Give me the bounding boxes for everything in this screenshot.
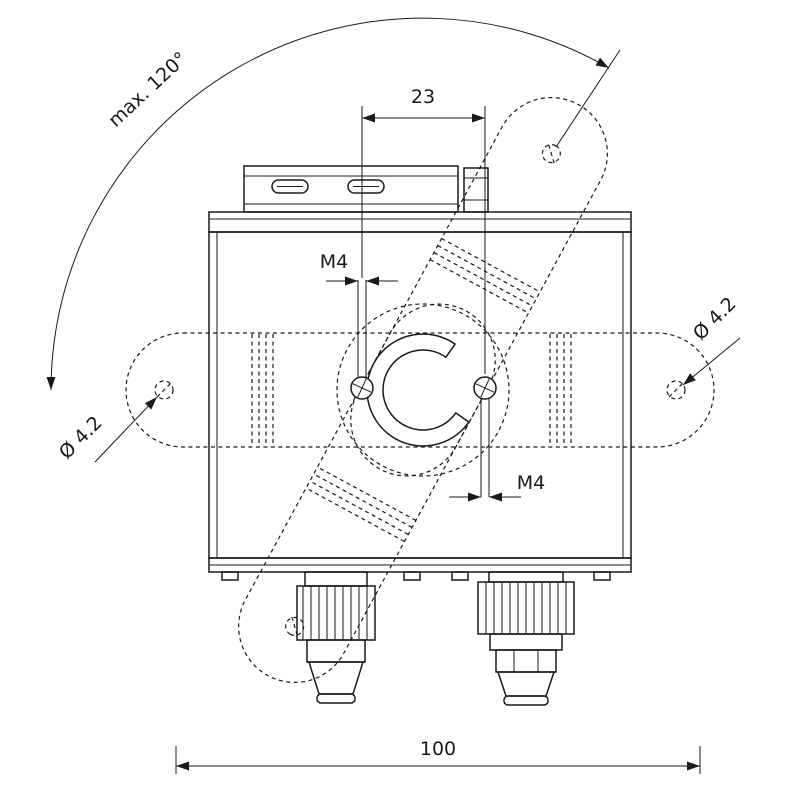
dimensions: 23 M4 M4 Ø 4.2 Ø 4.2 max. 120° (46, 17, 741, 774)
bracket-arm-horizontal (125, 332, 715, 448)
dim-label-m4-right: M4 (517, 472, 545, 494)
bracket-hole-right (666, 380, 686, 400)
gland-right-grip (485, 582, 567, 634)
cable-gland-left (296, 571, 376, 704)
device-housing (208, 165, 632, 706)
dim-thread-left: M4 (320, 251, 398, 286)
dim-label-m4-left: M4 (320, 251, 348, 273)
top-plate (208, 211, 632, 233)
bracket-flex-left (251, 334, 274, 446)
mounting-ring (366, 333, 470, 447)
dim-screw-spacing: 23 (361, 86, 486, 374)
dim-overall-width: 100 (175, 738, 701, 774)
gland-left-grip (302, 586, 368, 640)
mounting-bracket (125, 96, 715, 684)
bracket-hole-left (154, 380, 174, 400)
screw-right (473, 376, 497, 400)
bottom-tabs (221, 571, 611, 581)
body-front (208, 231, 632, 559)
dim-hole-dia-left: Ø 4.2 (55, 396, 158, 464)
dim-label-100: 100 (420, 738, 456, 760)
dim-hole-dia-right: Ø 4.2 (682, 293, 741, 386)
bracket-hub (336, 303, 510, 477)
thread-lines-left (357, 280, 367, 382)
dim-label-max-angle: max. 120° (104, 48, 192, 132)
connector-block (243, 165, 459, 213)
bracket-arm-upper (350, 96, 608, 477)
screw-left (350, 376, 374, 400)
thread-lines-right (480, 394, 490, 497)
bracket-arm-lower (238, 303, 496, 684)
bracket-flex-right (549, 334, 572, 446)
dim-thread-right: M4 (449, 472, 545, 502)
cable-gland-right (477, 571, 575, 706)
dim-label-dia-right: Ø 4.2 (689, 293, 741, 345)
bracket-hole-lower (285, 616, 305, 637)
dim-label-dia-left: Ø 4.2 (55, 412, 107, 464)
dim-label-23: 23 (411, 86, 435, 108)
